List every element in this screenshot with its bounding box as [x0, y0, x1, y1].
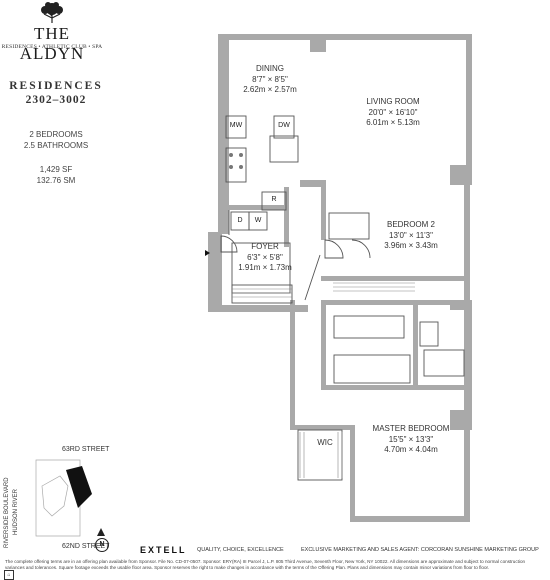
keyplan-west-street: RIVERSIDE BOULEVARD [4, 477, 10, 548]
developer-tagline: QUALITY, CHOICE, EXCELLENCE [197, 547, 284, 553]
fixture-dishwasher: DW [278, 122, 290, 129]
keyplan-building [66, 466, 92, 508]
room-master-bedroom: MASTER BEDROOM 15'5" × 13'3" 4.70m × 4.0… [367, 424, 455, 456]
room-living-dim-imperial: 20'0" × 16'10" [368, 107, 418, 117]
area-square-meters: 132.76 SM [36, 176, 76, 185]
room-bedroom-2: BEDROOM 2 13'0" × 11'3" 3.96m × 3.43m [376, 220, 446, 252]
residence-title: RESIDENCES [9, 80, 103, 92]
keyplan-map [35, 459, 92, 537]
room-living-name: LIVING ROOM [366, 97, 420, 106]
compass-north: N [95, 538, 109, 552]
fixture-refrigerator: R [271, 196, 277, 203]
room-living-dim-metric: 6.01m × 5.13m [366, 118, 420, 127]
bathroom-count: 2.5 BATHROOMS [23, 141, 89, 150]
room-master-bedroom-dim-metric: 4.70m × 4.04m [384, 445, 438, 454]
fixture-washer: W [254, 217, 262, 224]
marketing-agent: EXCLUSIVE MARKETING AND SALES AGENT: COR… [301, 547, 539, 553]
keyplan-north-street: 63RD STREET [62, 446, 110, 453]
keyplan-river: HUDSON RIVER [13, 488, 19, 535]
fixture-dryer: D [237, 217, 243, 224]
room-wic: WIC [317, 438, 333, 447]
room-dining: DINING 8'7" × 8'5" 2.62m × 2.57m [235, 64, 305, 96]
room-master-bedroom-dim-imperial: 15'5" × 13'3" [388, 434, 434, 444]
room-foyer-dim-imperial: 6'3" × 5'8" [247, 252, 283, 262]
equal-housing-icon: ⌂ [4, 570, 14, 580]
keyplan-south-street: 62ND STREET [62, 543, 110, 550]
room-dining-name: DINING [256, 64, 284, 73]
legal-disclaimer: The complete offering terms are in an of… [5, 559, 526, 571]
exterior-walls [208, 34, 472, 522]
room-master-bedroom-name: MASTER BEDROOM [372, 424, 450, 433]
room-bedroom-2-dim-imperial: 13'0" × 11'3" [389, 230, 433, 240]
room-dining-dim-imperial: 8'7" × 8'5" [252, 74, 288, 84]
room-foyer-dim-metric: 1.91m × 1.73m [238, 263, 292, 272]
interior-lines [220, 115, 465, 481]
area-square-feet: 1,429 SF [39, 165, 73, 174]
room-foyer-name: FOYER [251, 242, 279, 251]
aldyn-tree-logo [41, 2, 63, 23]
developer-logo: EXTELL [140, 545, 187, 555]
room-living: LIVING ROOM 20'0" × 16'10" 6.01m × 5.13m [355, 97, 431, 129]
compass-arrow-icon [97, 528, 105, 536]
room-dining-dim-metric: 2.62m × 2.57m [243, 85, 297, 94]
fixture-microwave: MW [229, 122, 243, 129]
brand-name: THE ALDYN [19, 24, 85, 63]
brand-tagline: RESIDENCES • ATHLETIC CLUB • SPA [1, 44, 103, 50]
closet-hatching [232, 282, 415, 478]
room-foyer: FOYER 6'3" × 5'8" 1.91m × 1.73m [235, 242, 295, 274]
room-bedroom-2-dim-metric: 3.96m × 3.43m [384, 241, 438, 250]
room-bedroom-2-name: BEDROOM 2 [386, 220, 435, 229]
entry-arrow [205, 250, 210, 256]
bedroom-count: 2 BEDROOMS [29, 130, 83, 139]
residence-floors: 2302–3002 [25, 94, 87, 106]
kitchen-cooktop [229, 153, 243, 169]
